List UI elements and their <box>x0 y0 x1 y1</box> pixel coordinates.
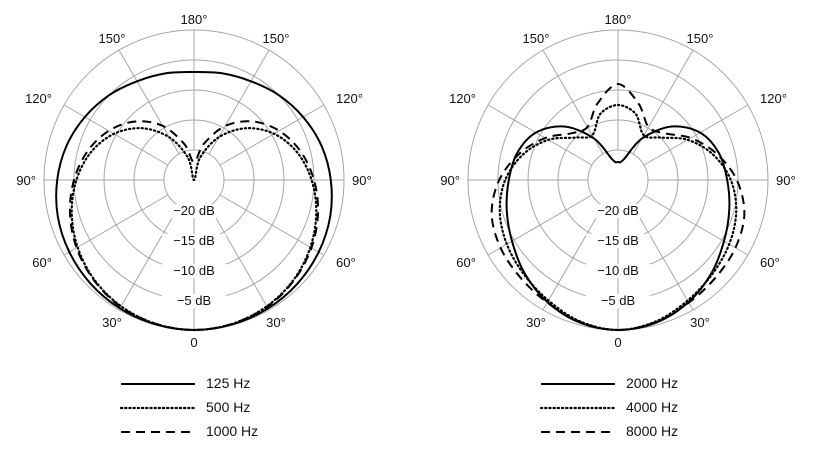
grid-spoke <box>208 49 270 155</box>
legend-label: 500 Hz <box>206 399 251 415</box>
series-line-1000-hz <box>68 120 320 332</box>
grid-spoke <box>643 194 749 256</box>
angle-label-0: 0 <box>190 335 197 350</box>
grid-spoke <box>208 205 270 311</box>
legend-label: 1000 Hz <box>206 423 259 439</box>
grid-ring <box>587 149 649 211</box>
series-line-4000-hz <box>498 103 738 332</box>
ring-label: −5 dB <box>177 293 211 308</box>
angle-label-180: 180° <box>605 12 632 27</box>
ring-label-background <box>586 204 650 218</box>
ring-label: −10 dB <box>173 263 215 278</box>
angle-label-60: 60° <box>456 255 476 270</box>
angle-label-120: 120° <box>336 91 363 106</box>
grid-spoke <box>219 104 325 166</box>
angle-label-30: 30° <box>102 315 122 330</box>
angle-label-120: 120° <box>760 91 787 106</box>
legend-label: 4000 Hz <box>626 399 679 415</box>
legend-swatch <box>540 406 616 410</box>
ring-label: −15 dB <box>173 233 215 248</box>
grid-spoke <box>487 194 593 256</box>
series-line-2000-hz <box>505 125 731 332</box>
legend-label: 8000 Hz <box>626 423 679 439</box>
series-line-125-hz <box>55 70 333 332</box>
angle-label-0: 0 <box>614 335 621 350</box>
legend-swatch <box>541 383 615 385</box>
angle-label-90: 90° <box>352 173 372 188</box>
grid-spoke <box>219 194 325 256</box>
angle-label-150: 150° <box>523 31 550 46</box>
ring-label: −5 dB <box>601 293 635 308</box>
legend-label: 125 Hz <box>206 375 251 391</box>
angle-label-60: 60° <box>32 255 52 270</box>
angle-label-150: 150° <box>99 31 126 46</box>
angle-label-120: 120° <box>449 91 476 106</box>
ring-label: −10 dB <box>597 263 639 278</box>
legend-swatch <box>120 406 196 410</box>
angle-label-120: 120° <box>25 91 52 106</box>
grid-spoke <box>542 205 604 311</box>
angle-label-60: 60° <box>760 255 780 270</box>
grid-spoke <box>63 194 169 256</box>
angle-label-150: 150° <box>263 31 290 46</box>
grid-spoke <box>118 205 180 311</box>
angle-label-30: 30° <box>266 315 286 330</box>
legend-swatch <box>121 383 195 385</box>
angle-label-60: 60° <box>336 255 356 270</box>
ring-label: −20 dB <box>173 203 215 218</box>
ring-label: −20 dB <box>597 203 639 218</box>
angle-label-30: 30° <box>526 315 546 330</box>
angle-label-30: 30° <box>690 315 710 330</box>
series-line-500-hz <box>70 127 318 332</box>
angle-label-180: 180° <box>181 12 208 27</box>
polar-chart-right: −20 dB −15 dB −10 dB −5 dB 0 30° 30° 60° 60° 90° 9… <box>440 12 795 350</box>
ring-label-background <box>162 204 226 218</box>
ring-label-background <box>586 264 650 278</box>
grid-spoke <box>63 104 169 166</box>
polar-chart-left: −20 dB −15 dB −10 dB −5 dB 0 30° 30° 60° 60° 90° 9… <box>16 12 371 350</box>
series-line-8000-hz <box>490 82 746 332</box>
legend-label: 2000 Hz <box>626 375 679 391</box>
ring-label-background <box>162 294 226 308</box>
angle-label-90: 90° <box>440 173 460 188</box>
angle-label-90: 90° <box>16 173 36 188</box>
legend-swatch <box>541 431 615 433</box>
legend-swatch <box>121 431 195 433</box>
ring-label-background <box>586 294 650 308</box>
ring-label-background <box>162 234 226 248</box>
grid-spoke <box>632 205 694 311</box>
grid-spoke <box>643 104 749 166</box>
ring-label-background <box>586 234 650 248</box>
angle-label-150: 150° <box>687 31 714 46</box>
ring-label-background <box>162 264 226 278</box>
angle-label-90: 90° <box>776 173 796 188</box>
ring-label: −15 dB <box>597 233 639 248</box>
grid-spoke <box>487 104 593 166</box>
